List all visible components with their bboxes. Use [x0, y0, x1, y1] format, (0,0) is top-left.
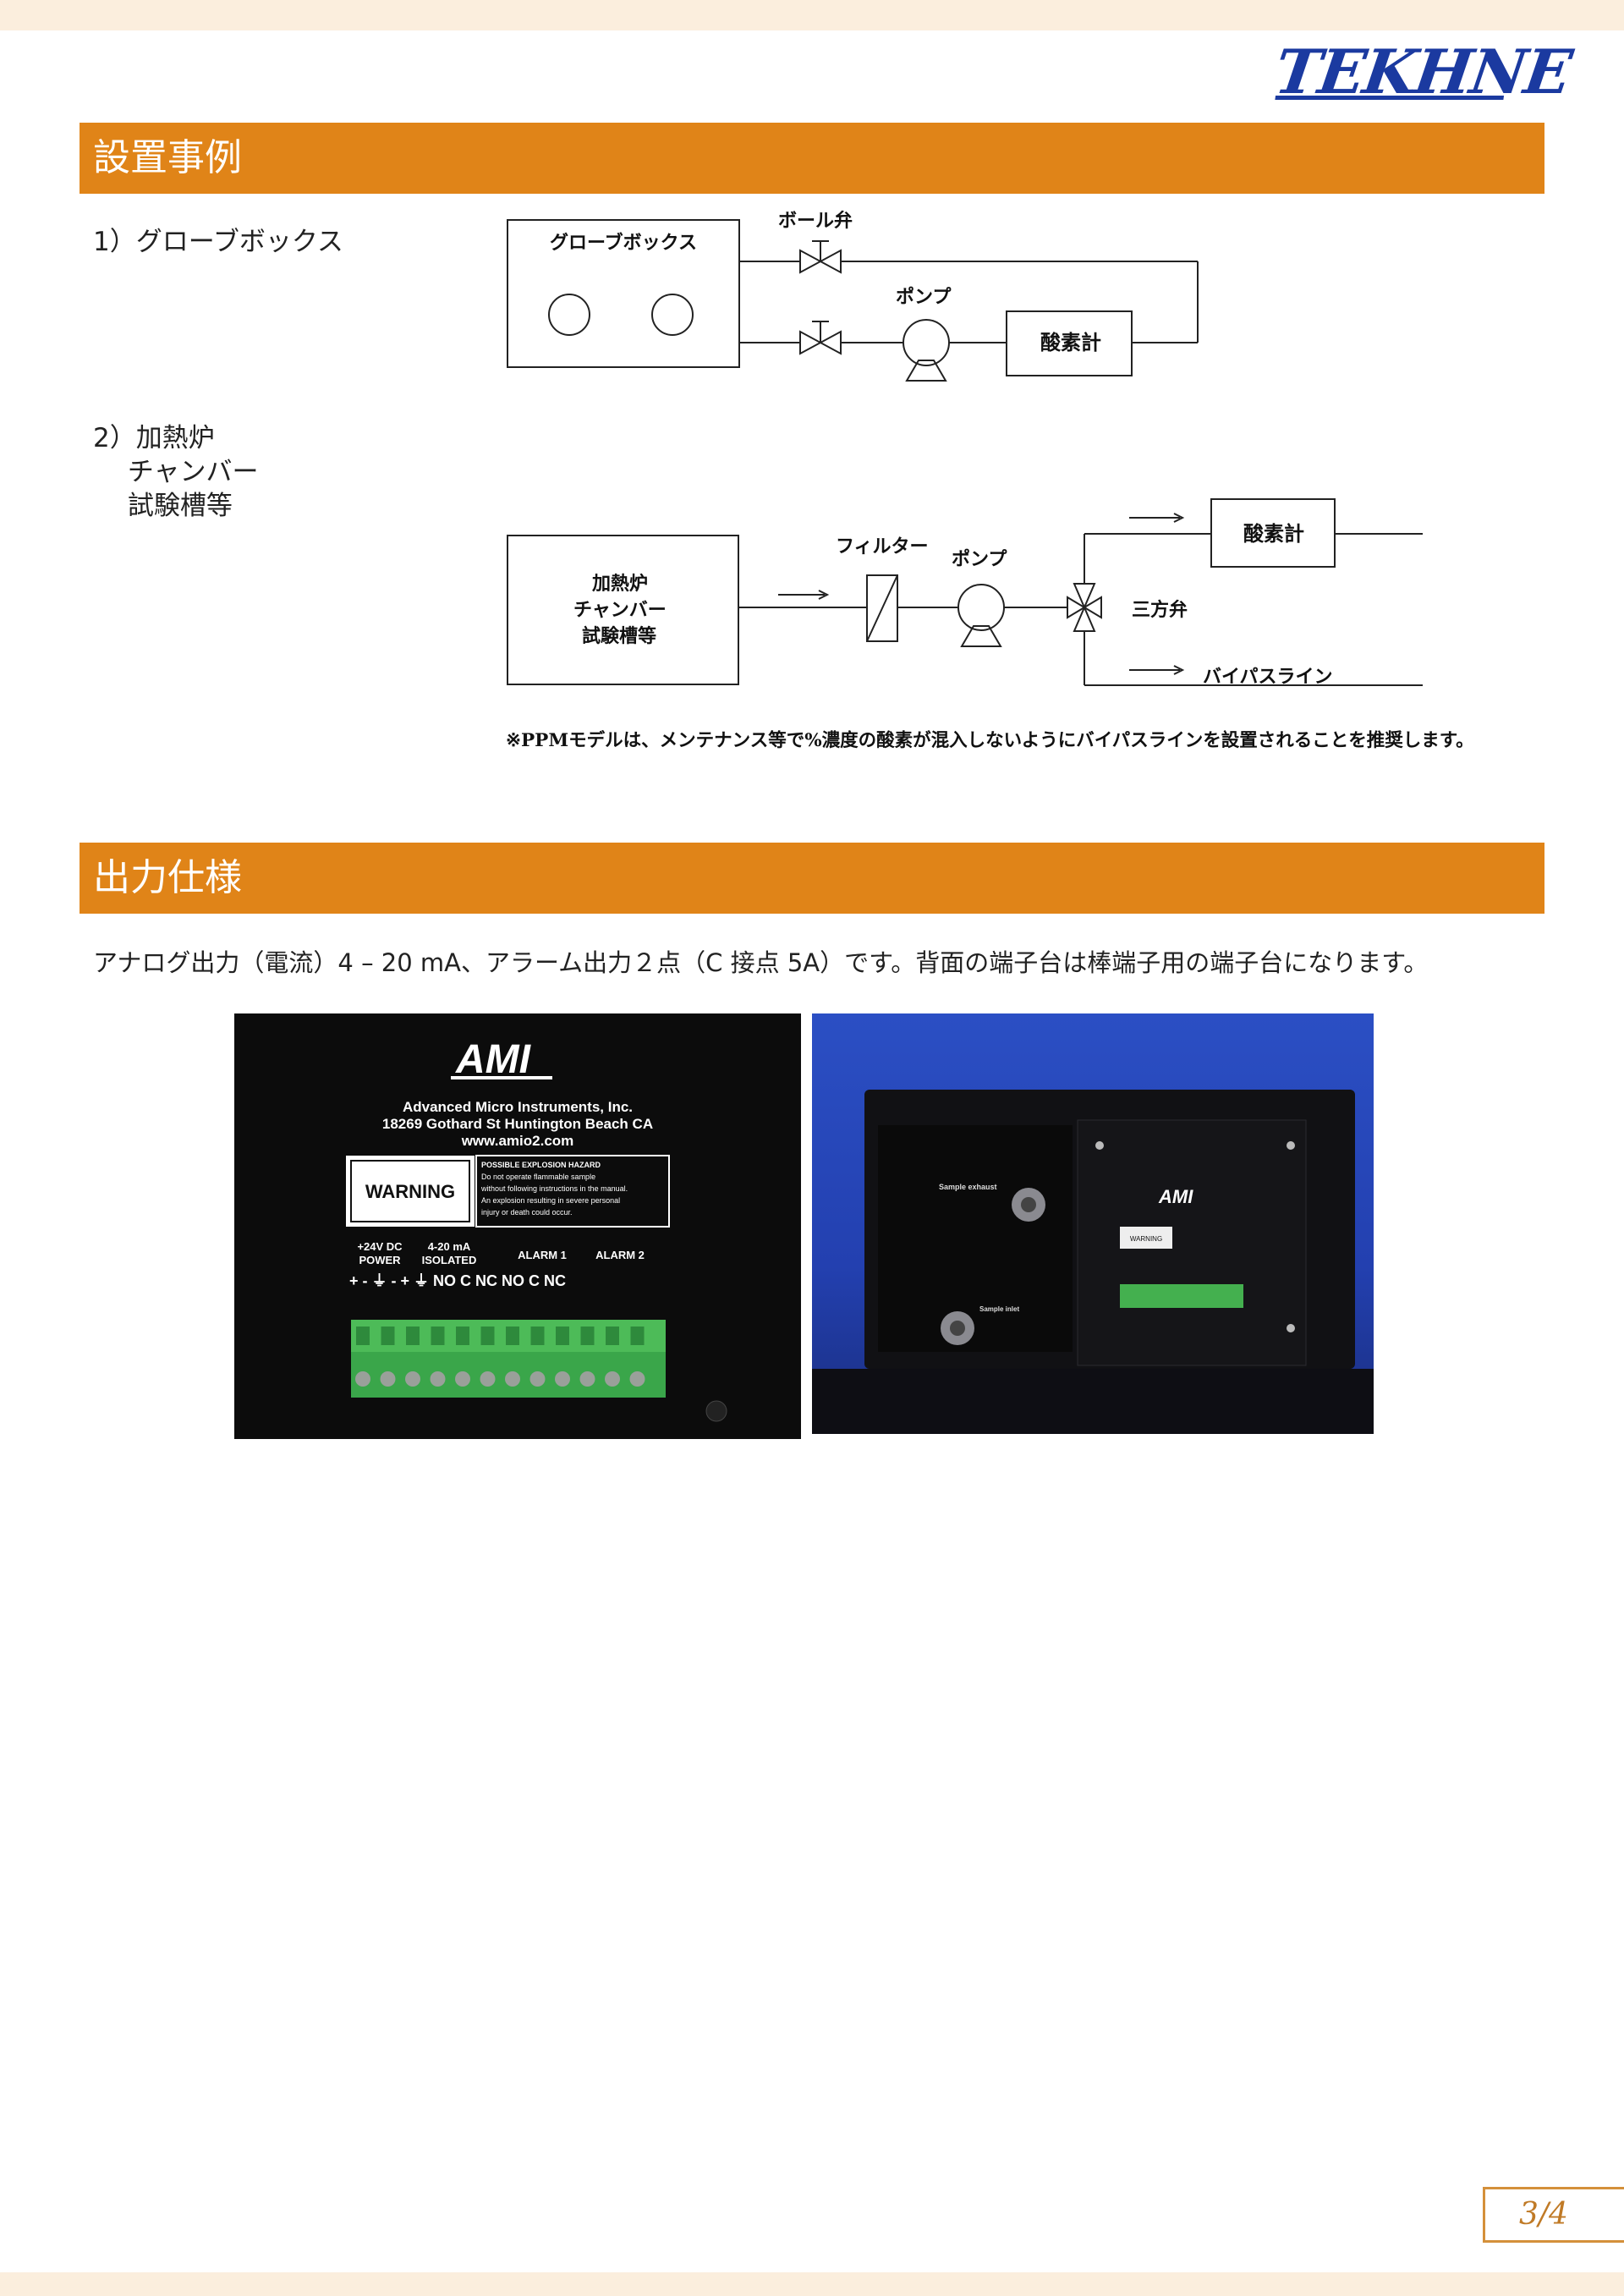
terminal-socket	[630, 1327, 645, 1345]
terminal-screw	[629, 1371, 645, 1387]
company-address: 18269 Gothard St Huntington Beach CA	[382, 1116, 653, 1132]
oxygen-meter-label: 酸素計	[1243, 521, 1304, 546]
warning-label: WARNING	[365, 1181, 455, 1202]
terminal-screw	[505, 1371, 520, 1387]
terminal-pin-labels: + - ⏚ - + ⏚ NO C NC NO C NC	[349, 1272, 566, 1289]
ppm-model-note: ※PPMモデルは、メンテナンス等で%濃度の酸素が混入しないようにバイパスラインを…	[506, 730, 1474, 751]
example-1-label: 1）グローブボックス	[93, 227, 343, 257]
hazard-line: POSSIBLE EXPLOSION HAZARD	[481, 1161, 601, 1169]
furnace-label-line3: 試験槽等	[582, 625, 656, 647]
sample-exhaust-label: Sample exhaust	[939, 1183, 997, 1191]
terminal-screw	[430, 1371, 446, 1387]
terminal-screw	[355, 1371, 370, 1387]
sample-fitting-icon	[1012, 1188, 1045, 1222]
section-header-output-spec: 出力仕様	[80, 843, 1544, 914]
sample-inlet-label: Sample inlet	[979, 1305, 1019, 1313]
terminal-label: ALARM 1	[518, 1249, 567, 1261]
device-rear-illustration: Sample exhaust Sample inlet AMI WARNING	[812, 1090, 1374, 1434]
page-number: 3/4	[1483, 2187, 1624, 2243]
company-website: www.amio2.com	[461, 1133, 574, 1149]
furnace-label-line1: 加熱炉	[591, 573, 648, 595]
ami-logo: AMI	[455, 1037, 532, 1082]
ball-valve-label: ボール弁	[778, 210, 853, 232]
glovebox-diagram: グローブボックス ボール弁 ポンプ 酸素計	[507, 210, 1199, 382]
tekhne-logo: TEKHNE	[1270, 36, 1575, 107]
terminal-screw	[380, 1371, 396, 1387]
terminal-screw	[480, 1371, 496, 1387]
hazard-line: injury or death could occur.	[481, 1208, 573, 1217]
terminal-label: +24V DC	[357, 1240, 403, 1253]
device-rear-photo: Sample exhaust Sample inlet AMI WARNING	[812, 1013, 1374, 1434]
output-spec-text: アナログ出力（電流）4 – 20 mA、アラーム出力２点（C 接点 5A）です。…	[93, 948, 1429, 977]
ami-logo: AMI	[1158, 1186, 1193, 1207]
terminal-block-photo: AMI Advanced Micro Instruments, Inc. 182…	[234, 1013, 801, 1439]
top-decorative-strip	[0, 0, 1624, 30]
terminal-socket	[530, 1327, 545, 1345]
terminal-socket	[356, 1327, 370, 1345]
oxygen-meter-label: 酸素計	[1040, 330, 1101, 354]
terminal-screw	[529, 1371, 546, 1387]
hazard-line: Do not operate flammable sample	[481, 1173, 595, 1181]
terminal-socket	[456, 1327, 469, 1345]
filter-label: フィルター	[836, 536, 929, 558]
hazard-line: without following instructions in the ma…	[480, 1184, 628, 1193]
terminal-socket	[506, 1327, 519, 1345]
terminal-screw	[405, 1371, 420, 1387]
pump-label: ポンプ	[896, 286, 952, 308]
terminal-socket	[431, 1327, 445, 1345]
three-way-valve-icon	[1067, 583, 1102, 632]
terminal-screw	[555, 1371, 570, 1387]
example-2-label: 2）加熱炉 チャンバー 試験槽等	[93, 423, 259, 521]
terminal-socket	[606, 1327, 619, 1345]
bottom-decorative-strip	[0, 2272, 1624, 2296]
terminal-screw	[579, 1371, 595, 1387]
terminal-block-illustration: AMI Advanced Micro Instruments, Inc. 182…	[234, 1013, 801, 1439]
terminal-screw	[455, 1371, 470, 1387]
pump-label: ポンプ	[952, 548, 1007, 570]
terminal-socket	[381, 1327, 395, 1345]
section-header-installation: 設置事例	[80, 123, 1544, 194]
warning-label: WARNING	[1130, 1235, 1162, 1243]
ball-valve-icon	[799, 321, 842, 355]
furnace-diagram: 加熱炉 チャンバー 試験槽等 フィルター ポンプ 酸素計 三方弁 バイパスライン	[507, 498, 1423, 688]
terminal-label: ISOLATED	[422, 1254, 477, 1266]
terminal-socket	[406, 1327, 420, 1345]
terminal-socket	[580, 1327, 595, 1345]
terminal-label: ALARM 2	[595, 1249, 645, 1261]
company-name: Advanced Micro Instruments, Inc.	[403, 1099, 633, 1115]
ball-valve-icon	[799, 240, 842, 274]
bypass-line-label: バイパスライン	[1203, 666, 1333, 688]
furnace-label-line2: チャンバー	[573, 599, 667, 621]
glovebox-box-label: グローブボックス	[550, 232, 697, 254]
sample-fitting-icon	[941, 1311, 974, 1345]
three-way-valve-label: 三方弁	[1132, 599, 1188, 621]
green-terminal-block	[1120, 1284, 1243, 1308]
terminal-label: POWER	[359, 1254, 401, 1266]
terminal-screw	[605, 1371, 620, 1387]
terminal-socket	[480, 1327, 495, 1345]
terminal-label: 4-20 mA	[428, 1240, 471, 1253]
terminal-socket	[556, 1327, 569, 1345]
hazard-line: An explosion resulting in severe persona…	[481, 1196, 620, 1205]
